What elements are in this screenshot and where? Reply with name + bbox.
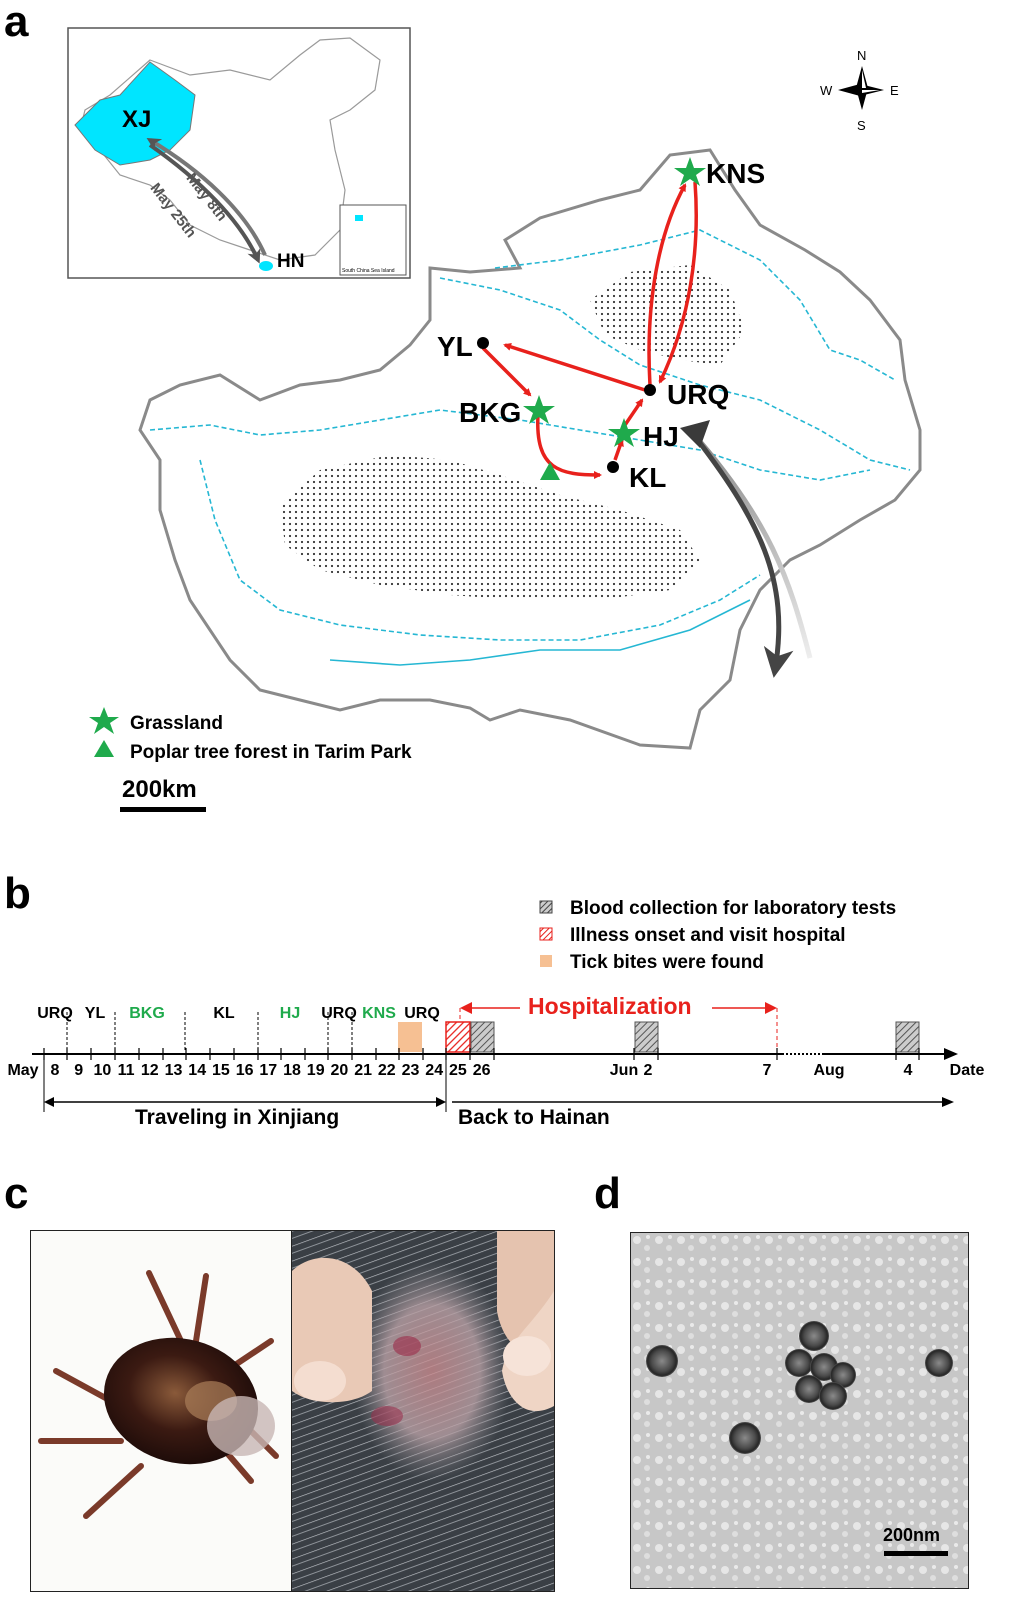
urq-dot <box>644 384 656 396</box>
micrograph-scale-label: 200nm <box>883 1525 941 1545</box>
bite-site-photo <box>291 1230 555 1592</box>
timeline-chart <box>32 1002 958 1112</box>
tick-bite-box <box>398 1022 422 1052</box>
timeline-day-label: 17 <box>259 1062 278 1079</box>
day-jun2: 2 <box>643 1062 653 1079</box>
route-back-arrow <box>688 428 813 659</box>
xinjiang-outline <box>138 148 922 750</box>
micrograph-scale-bar <box>884 1551 948 1556</box>
timeline-place-kns: KNS <box>362 1005 396 1022</box>
timeline-day-label: 25 <box>448 1062 467 1079</box>
place-kl: KL <box>629 462 667 493</box>
back-label: Back to Hainan <box>458 1106 610 1129</box>
route-out-arrow <box>688 428 794 678</box>
month-jun: Jun <box>609 1062 639 1079</box>
timeline-place-yl: YL <box>84 1005 106 1022</box>
traveling-label: Traveling in Xinjiang <box>135 1106 340 1129</box>
tick-photo <box>30 1230 292 1592</box>
poplar-triangle-icon <box>540 462 560 480</box>
legend-blood: Blood collection for laboratory tests <box>570 898 897 919</box>
compass-n: N <box>857 48 867 63</box>
legend-grassland: Grassland <box>130 713 223 734</box>
timeline-day-label: 16 <box>235 1062 254 1079</box>
map-scale-bar <box>120 807 206 812</box>
legend-star-icon <box>89 707 119 734</box>
south-china-sea-box <box>339 204 407 276</box>
timeline-place-urq: URQ <box>404 1005 440 1022</box>
gurbantunggut-desert <box>590 265 745 365</box>
timeline-day-label: 9 <box>74 1062 84 1079</box>
blood-box-jun2 <box>634 1021 659 1053</box>
electron-micrograph: 200nm <box>630 1232 969 1589</box>
hospitalization-label: Hospitalization <box>528 993 692 1019</box>
kns-star-icon <box>674 157 706 186</box>
inset-label-hn: HN <box>277 251 305 272</box>
inset-scs-label: South China Sea Island <box>342 268 395 274</box>
hainan-highlight <box>259 261 273 271</box>
legend-triangle-icon <box>94 740 114 757</box>
timeline-legend-icons <box>539 900 553 967</box>
timeline-day-label: 8 <box>50 1062 60 1079</box>
map-legend-icons <box>89 707 119 757</box>
kl-dot <box>607 461 619 473</box>
place-urq: URQ <box>667 379 730 410</box>
timeline-day-label: 21 <box>354 1062 372 1079</box>
timeline-day-label: 15 <box>211 1062 230 1079</box>
compass-w: W <box>820 83 833 98</box>
timeline-day-label: 13 <box>164 1062 183 1079</box>
blood-box-may26 <box>470 1021 495 1053</box>
compass-e: E <box>890 83 899 98</box>
map-scale-label: 200km <box>122 776 197 803</box>
legend-blood-icon <box>539 900 553 914</box>
legend-illness-icon <box>539 927 553 941</box>
place-hj: HJ <box>643 421 679 452</box>
timeline-day-label: 12 <box>140 1062 159 1079</box>
timeline-day-label: 24 <box>425 1062 444 1079</box>
timeline-day-label: 10 <box>93 1062 112 1079</box>
timeline-day-label: 23 <box>401 1062 420 1079</box>
place-bkg: BKG <box>459 397 522 428</box>
timeline-place-hj: HJ <box>279 1005 301 1022</box>
timeline-place-urq: URQ <box>321 1005 357 1022</box>
panel-label-d: d <box>594 1169 621 1218</box>
blood-box-aug4 <box>895 1021 920 1053</box>
legend-illness: Illness onset and visit hospital <box>570 925 846 946</box>
legend-poplar: Poplar tree forest in Tarim Park <box>130 742 412 763</box>
inset-label-xj: XJ <box>122 106 152 133</box>
xinjiang-highlight <box>74 61 196 166</box>
month-aug: Aug <box>813 1062 845 1079</box>
axis-date-label: Date <box>949 1062 985 1079</box>
legend-tick: Tick bites were found <box>570 952 764 973</box>
place-kns: KNS <box>706 158 766 189</box>
day-aug4: 4 <box>903 1062 913 1079</box>
timeline-day-label: 14 <box>188 1062 207 1079</box>
compass-s: S <box>857 118 866 133</box>
panel-label-b: b <box>4 869 31 918</box>
timeline-place-bkg: BKG <box>129 1005 165 1022</box>
hj-star-icon <box>608 418 640 447</box>
timeline-day-label: 18 <box>283 1062 301 1079</box>
timeline-place-urq: URQ <box>37 1005 73 1022</box>
timeline-day-label: 20 <box>330 1062 349 1079</box>
timeline-day-label: 26 <box>472 1062 491 1079</box>
month-may: May <box>7 1062 39 1079</box>
timeline-day-label: 19 <box>306 1062 325 1079</box>
xinjiang-map <box>67 27 922 750</box>
place-yl: YL <box>437 331 473 362</box>
travel-routes <box>481 181 698 479</box>
bkg-star-icon <box>523 395 555 424</box>
day-jun7: 7 <box>762 1062 772 1079</box>
timeline-day-label: 22 <box>377 1062 396 1079</box>
legend-tick-icon <box>540 955 552 967</box>
compass-icon <box>838 66 884 110</box>
mountain-contours <box>149 229 911 641</box>
timeline-day-label: 11 <box>117 1062 135 1079</box>
panel-label-c: c <box>4 1169 29 1218</box>
yl-dot <box>477 337 489 349</box>
taklamakan-desert <box>280 455 700 600</box>
illness-box <box>445 1021 471 1053</box>
panel-label-a: a <box>4 0 29 46</box>
timeline-place-kl: KL <box>213 1005 235 1022</box>
